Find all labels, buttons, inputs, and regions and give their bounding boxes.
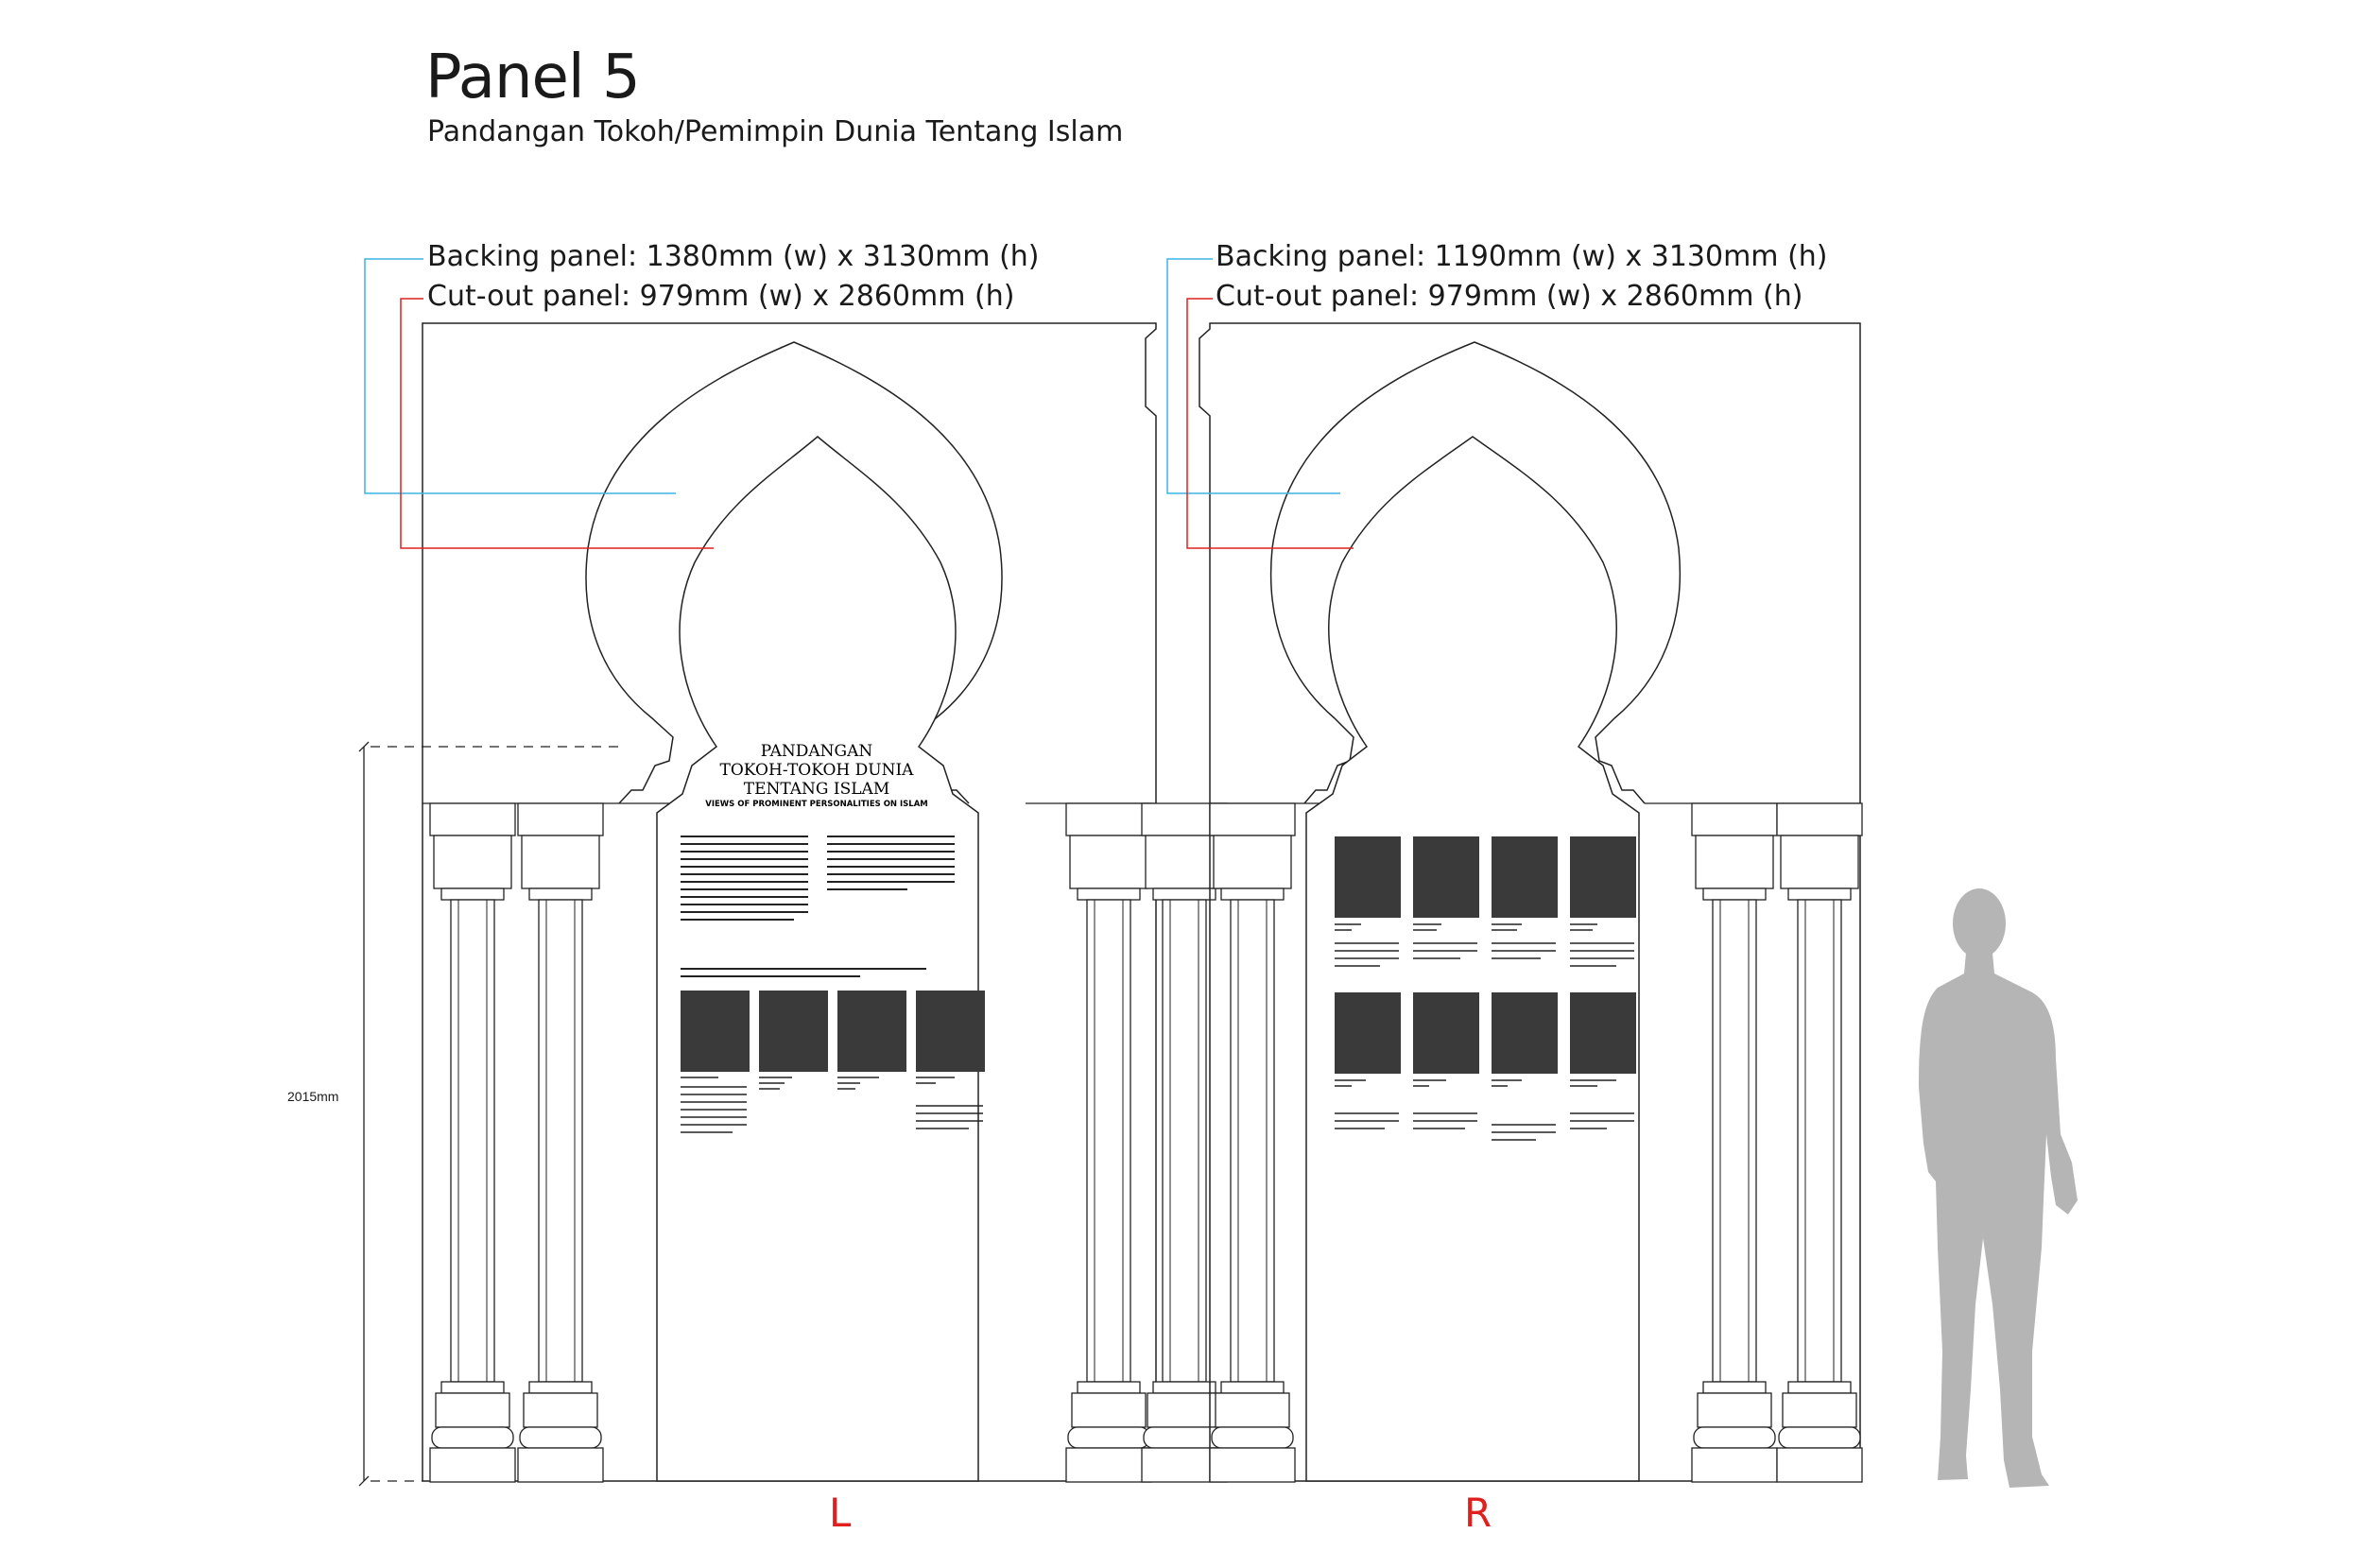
left-heading-line3: TENTANG ISLAM [744, 780, 890, 799]
portrait-photo [759, 991, 828, 1072]
portrait-photo [1570, 992, 1636, 1074]
right-backing-panel-spec: Backing panel: 1190mm (w) x 3130mm (h) [1216, 240, 1828, 273]
right-side-label: R [1464, 1490, 1492, 1536]
left-heading-line2: TOKOH-TOKOH DUNIA [720, 761, 915, 780]
left-backing-leader [364, 258, 676, 494]
panel-title: Panel 5 [425, 43, 641, 112]
portrait-photo [1492, 992, 1558, 1074]
panel-subtitle: Pandangan Tokoh/Pemimpin Dunia Tentang I… [427, 115, 1124, 148]
left-cutout-panel [656, 436, 979, 1482]
portrait-photo [681, 991, 750, 1072]
height-dimension-label: 2015mm [287, 1089, 339, 1104]
human-scale-silhouette [1919, 888, 2078, 1488]
right-cutout-panel [1305, 436, 1640, 1482]
portrait-photo [1413, 836, 1479, 918]
right-cutout-panel-spec: Cut-out panel: 979mm (w) x 2860mm (h) [1216, 280, 1803, 313]
right-cutout-leader [1186, 298, 1354, 549]
portrait-photo [1570, 836, 1636, 918]
portrait-photo [916, 991, 985, 1072]
right-panel-content [1335, 836, 1636, 1141]
portrait-photo [837, 991, 906, 1072]
portrait-photo [1492, 836, 1558, 918]
left-backing-panel-spec: Backing panel: 1380mm (w) x 3130mm (h) [427, 240, 1040, 273]
leader-lines [364, 258, 1354, 549]
portrait-photo [1335, 992, 1401, 1074]
portrait-photo [1335, 836, 1401, 918]
right-backing-leader [1166, 258, 1340, 494]
height-dimension-line [358, 741, 624, 1487]
left-cutout-panel-spec: Cut-out panel: 979mm (w) x 2860mm (h) [427, 280, 1015, 313]
left-heading-line1: PANDANGAN [761, 742, 873, 761]
left-panel-content: PANDANGAN TOKOH-TOKOH DUNIA TENTANG ISLA… [681, 742, 985, 1133]
portrait-photo [1413, 992, 1479, 1074]
left-side-label: L [829, 1490, 852, 1536]
left-cutout-leader [400, 298, 714, 549]
left-heading-subtitle: VIEWS OF PROMINENT PERSONALITIES ON ISLA… [705, 800, 928, 809]
